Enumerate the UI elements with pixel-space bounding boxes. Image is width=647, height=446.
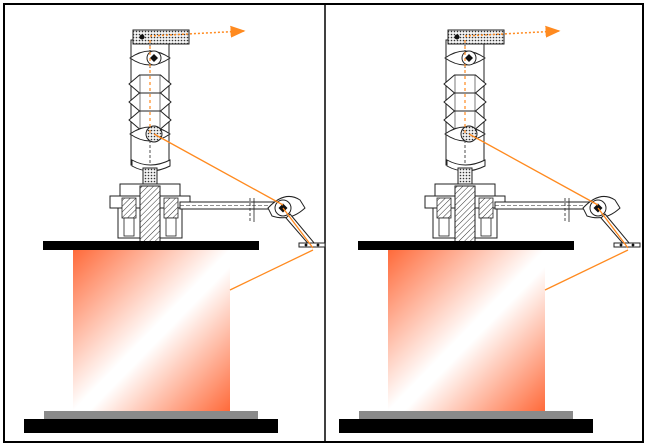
gland-shaft bbox=[139, 185, 161, 243]
orange-link-upper bbox=[468, 133, 599, 206]
gland-bolt-right bbox=[165, 217, 177, 237]
assembly-2 bbox=[339, 25, 641, 433]
column-neck bbox=[457, 167, 473, 185]
base-plate-black bbox=[24, 419, 278, 433]
column-neck bbox=[142, 167, 158, 185]
gland-bolt-left bbox=[438, 217, 450, 237]
gland-bolt-right bbox=[480, 217, 492, 237]
top-cap bbox=[447, 29, 505, 45]
top-cap-pin bbox=[454, 34, 460, 40]
crank-foot-pin bbox=[631, 243, 635, 247]
top-cap bbox=[132, 29, 190, 45]
base-plate-grey bbox=[44, 411, 258, 419]
orange-link-upper bbox=[153, 133, 284, 206]
main-block bbox=[388, 250, 545, 411]
top-plate bbox=[43, 241, 259, 250]
base-plate-grey bbox=[359, 411, 573, 419]
crank-foot-pin bbox=[316, 243, 320, 247]
crank-foot-pin bbox=[304, 243, 308, 247]
orange-link-lower bbox=[229, 249, 314, 291]
orange-link-lever bbox=[597, 207, 629, 249]
assemblies bbox=[24, 25, 641, 433]
pivot-diamond-icon bbox=[150, 54, 158, 62]
main-block bbox=[73, 250, 230, 411]
orange-link-lower bbox=[544, 249, 629, 291]
pivot-diamond-icon bbox=[465, 54, 473, 62]
assembly-1 bbox=[24, 25, 326, 433]
gland-seal-left bbox=[436, 197, 452, 219]
gland-shaft bbox=[454, 185, 476, 243]
gland-seal-right bbox=[478, 197, 494, 219]
top-cap-pin bbox=[139, 34, 145, 40]
gland-bolt-left bbox=[123, 217, 135, 237]
gland-seal-right bbox=[163, 197, 179, 219]
top-plate bbox=[358, 241, 574, 250]
base-plate-black bbox=[339, 419, 593, 433]
orange-link-lever bbox=[282, 207, 314, 249]
column-saddle bbox=[131, 159, 171, 172]
column-saddle bbox=[446, 159, 486, 172]
crank-foot-pin bbox=[619, 243, 623, 247]
gland-seal-left bbox=[121, 197, 137, 219]
